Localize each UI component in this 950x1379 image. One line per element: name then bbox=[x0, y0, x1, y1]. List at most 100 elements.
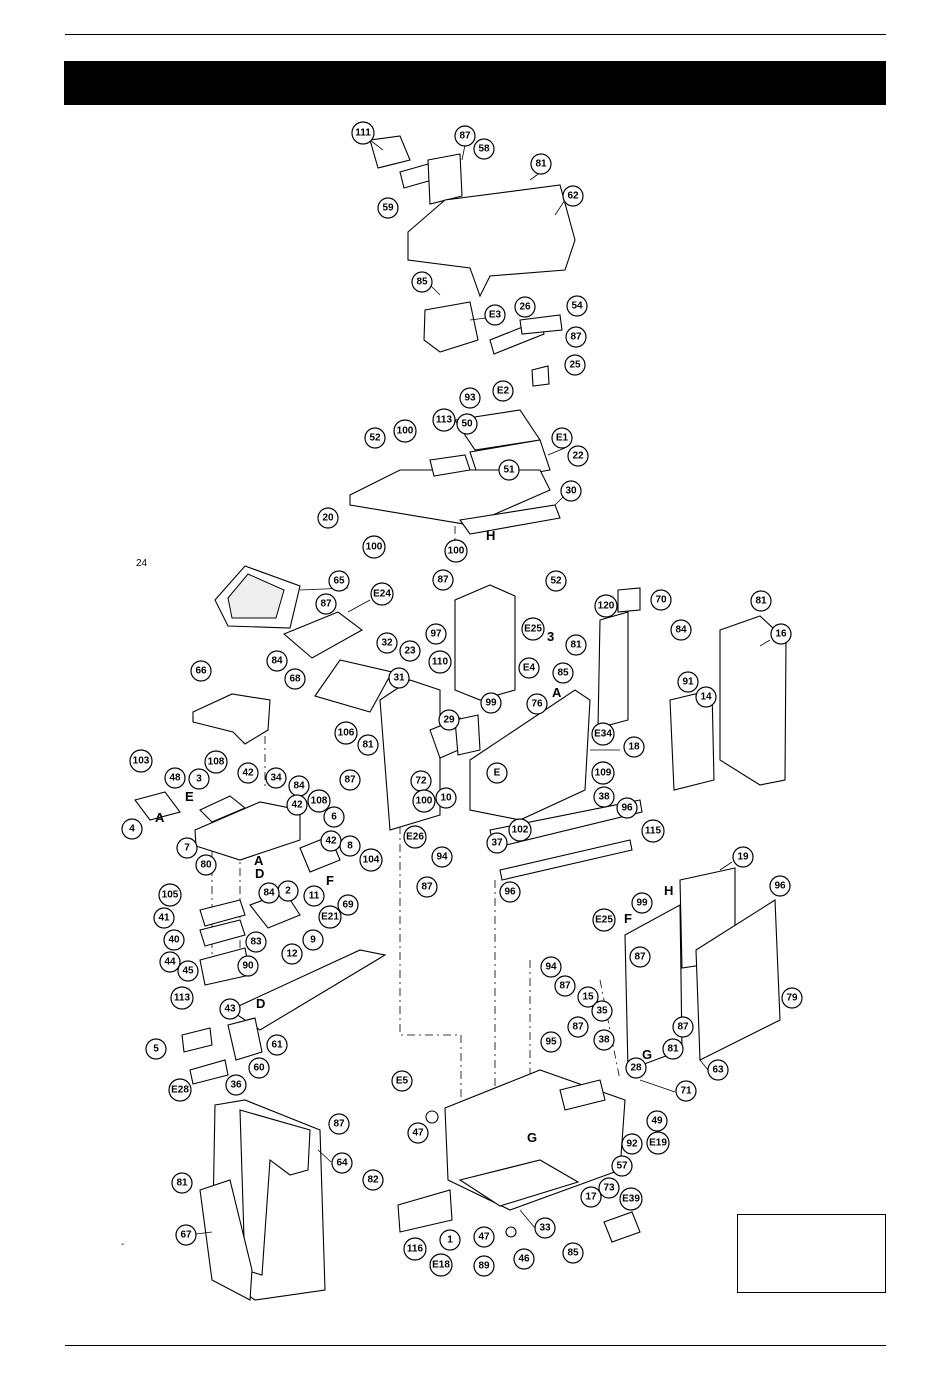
callout-label: 96 bbox=[621, 803, 633, 814]
callout-91: 91 bbox=[677, 671, 699, 693]
callout-label: 91 bbox=[682, 677, 694, 688]
callout-59: 59 bbox=[377, 197, 399, 219]
callout-label: 45 bbox=[182, 966, 194, 977]
callout-104: 104 bbox=[359, 848, 383, 872]
legend-box bbox=[737, 1214, 886, 1293]
callout-label: 17 bbox=[585, 1192, 597, 1203]
figure-number: 24 bbox=[136, 558, 148, 569]
callout-label: 81 bbox=[755, 596, 767, 607]
callout-label: 68 bbox=[289, 674, 301, 685]
callout-label: 94 bbox=[545, 962, 557, 973]
callout-label: 47 bbox=[478, 1232, 490, 1243]
callout-41: 41 bbox=[153, 907, 175, 929]
callout-15: 15 bbox=[577, 986, 599, 1008]
callout-e2: E2 bbox=[492, 380, 514, 402]
callout-label: 57 bbox=[616, 1161, 628, 1172]
section-letter: E bbox=[185, 789, 194, 804]
callout-44: 44 bbox=[159, 951, 181, 973]
callout-87: 87 bbox=[339, 769, 361, 791]
section-letter: G bbox=[527, 1130, 537, 1145]
section-letter: F bbox=[326, 873, 334, 888]
callout-100: 100 bbox=[362, 535, 386, 559]
callout-label: 8 bbox=[347, 841, 353, 852]
title-banner bbox=[64, 61, 886, 105]
callout-label: 52 bbox=[550, 576, 562, 587]
callout-76: 76 bbox=[526, 693, 548, 715]
callout-label: 87 bbox=[344, 775, 356, 786]
callout-label: 9 bbox=[310, 935, 316, 946]
callout-68: 68 bbox=[284, 668, 306, 690]
callout-label: 18 bbox=[628, 742, 640, 753]
callout-43: 43 bbox=[219, 998, 241, 1020]
callout-label: 42 bbox=[242, 768, 254, 779]
callout-label: 87 bbox=[677, 1022, 689, 1033]
callout-e28: E28 bbox=[168, 1078, 192, 1102]
callout-109: 109 bbox=[591, 761, 615, 785]
callout-label: 25 bbox=[569, 360, 581, 371]
callout-99: 99 bbox=[631, 892, 653, 914]
callout-42: 42 bbox=[286, 794, 308, 816]
callout-46: 46 bbox=[513, 1248, 535, 1270]
callout-label: 32 bbox=[381, 638, 393, 649]
callout-e39: E39 bbox=[619, 1187, 643, 1211]
callout-106: 106 bbox=[334, 721, 358, 745]
callout-100: 100 bbox=[444, 539, 468, 563]
callout-label: 81 bbox=[535, 159, 547, 170]
callout-label: 95 bbox=[545, 1037, 557, 1048]
callout-label: 6 bbox=[331, 812, 337, 823]
callout-label: 50 bbox=[461, 419, 473, 430]
callout-label: 82 bbox=[367, 1175, 379, 1186]
section-letter: 3 bbox=[547, 629, 554, 644]
callout-81: 81 bbox=[171, 1172, 193, 1194]
callout-label: 103 bbox=[133, 756, 150, 767]
callout-label: 100 bbox=[366, 542, 383, 553]
callout-label: 30 bbox=[565, 486, 577, 497]
callout-label: 34 bbox=[270, 773, 282, 784]
callout-label: 108 bbox=[208, 757, 225, 768]
callout-label: 31 bbox=[393, 673, 405, 684]
callout-label: 5 bbox=[153, 1044, 159, 1055]
callout-85: 85 bbox=[411, 271, 433, 293]
callout-81: 81 bbox=[662, 1038, 684, 1060]
callout-100: 100 bbox=[412, 789, 436, 813]
callout-e: E bbox=[486, 762, 508, 784]
callout-label: 46 bbox=[518, 1254, 530, 1265]
callout-34: 34 bbox=[265, 767, 287, 789]
callout-99: 99 bbox=[480, 692, 502, 714]
callout-label: 61 bbox=[271, 1040, 283, 1051]
callout-label: 109 bbox=[595, 768, 612, 779]
callout-label: 93 bbox=[464, 393, 476, 404]
callout-96: 96 bbox=[769, 875, 791, 897]
callout-label: 49 bbox=[651, 1116, 663, 1127]
bottom-rule bbox=[65, 1345, 886, 1346]
section-letter: D bbox=[256, 996, 265, 1011]
callout-label: E19 bbox=[649, 1138, 667, 1149]
callout-67: 67 bbox=[175, 1224, 197, 1246]
callout-label: 83 bbox=[250, 937, 262, 948]
callout-label: 12 bbox=[286, 949, 298, 960]
callout-64: 64 bbox=[331, 1152, 353, 1174]
callout-87: 87 bbox=[328, 1113, 350, 1135]
callout-e19: E19 bbox=[646, 1131, 670, 1155]
front-cover bbox=[199, 1099, 326, 1301]
callout-label: 89 bbox=[478, 1261, 490, 1272]
callout-label: 33 bbox=[539, 1223, 551, 1234]
callout-42: 42 bbox=[237, 762, 259, 784]
callout-87: 87 bbox=[554, 975, 576, 997]
callout-1: 1 bbox=[439, 1229, 461, 1251]
callout-e18: E18 bbox=[429, 1253, 453, 1277]
callout-17: 17 bbox=[580, 1186, 602, 1208]
callout-84: 84 bbox=[288, 775, 310, 797]
callout-79: 79 bbox=[781, 987, 803, 1009]
callout-83: 83 bbox=[245, 931, 267, 953]
callout-e34: E34 bbox=[591, 722, 615, 746]
callout-85: 85 bbox=[562, 1242, 584, 1264]
section-letter: D bbox=[255, 866, 264, 881]
callout-20: 20 bbox=[317, 507, 339, 529]
callout-e25: E25 bbox=[592, 908, 616, 932]
callout-label: 23 bbox=[404, 646, 416, 657]
callout-58: 58 bbox=[473, 138, 495, 160]
callout-label: 87 bbox=[320, 599, 332, 610]
callout-label: 14 bbox=[700, 692, 712, 703]
